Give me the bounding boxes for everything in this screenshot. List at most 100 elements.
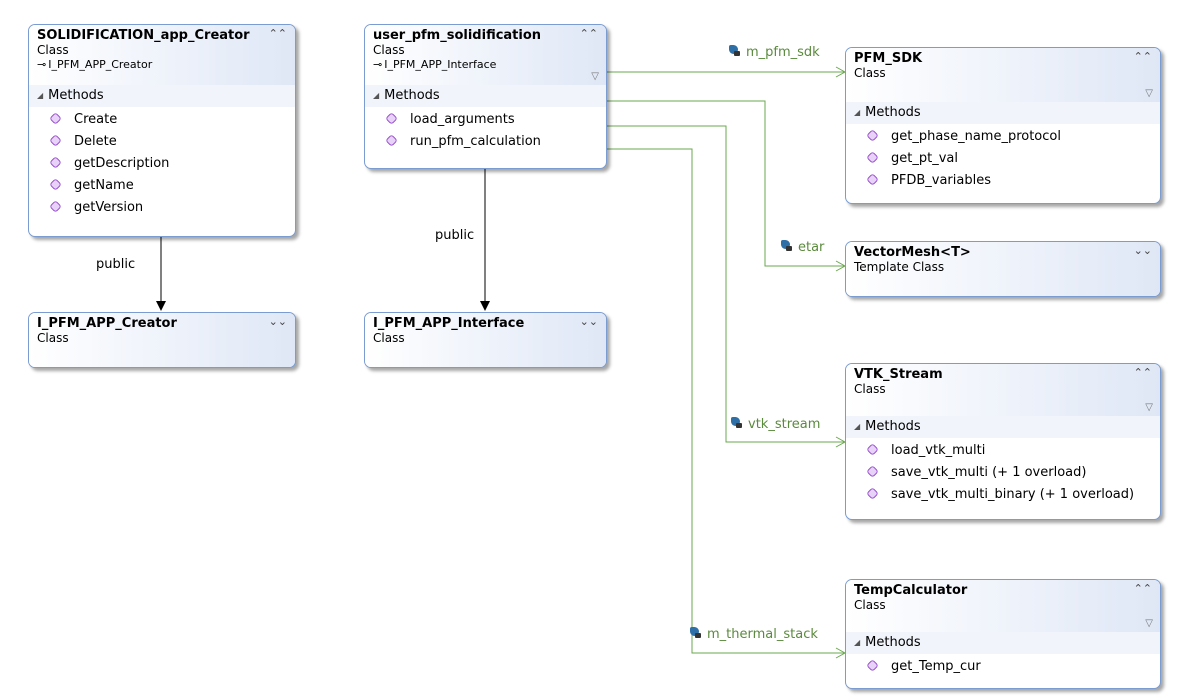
implements-label: ⊸I_PFM_APP_Interface xyxy=(373,58,497,71)
method-item[interactable]: Create xyxy=(29,109,295,131)
filter-icon[interactable]: ▽ xyxy=(1145,88,1153,99)
expand-icon[interactable]: ⌄⌄ xyxy=(1133,244,1152,257)
filter-icon[interactable]: ▽ xyxy=(591,71,599,82)
class-kind: Class xyxy=(37,43,69,57)
assoc-line-vtk xyxy=(606,125,845,443)
class-name: PFM_SDK xyxy=(854,51,923,66)
implements-label: ⊸I_PFM_APP_Creator xyxy=(37,58,153,71)
method-icon xyxy=(49,112,62,125)
method-icon xyxy=(866,487,879,500)
method-icon xyxy=(385,112,398,125)
class-pfm-sdk[interactable]: PFM_SDK Class ⌃⌃ ▽ ◢Methods get_phase_na… xyxy=(845,47,1161,204)
filter-icon[interactable]: ▽ xyxy=(1145,618,1153,629)
collapse-icon[interactable]: ⌃⌃ xyxy=(1133,366,1152,379)
expander-icon: ◢ xyxy=(37,91,44,100)
class-name: I_PFM_APP_Interface xyxy=(373,316,525,331)
expander-icon: ◢ xyxy=(854,638,861,647)
private-field-icon xyxy=(731,417,742,429)
class-kind: Class xyxy=(854,66,886,80)
class-kind: Class xyxy=(373,43,405,57)
method-icon xyxy=(866,465,879,478)
class-name: VectorMesh<T> xyxy=(854,245,971,260)
inheritance-label: public xyxy=(435,228,475,243)
method-item[interactable]: load_vtk_multi xyxy=(846,440,1160,462)
class-kind: Template Class xyxy=(854,260,945,274)
method-item[interactable]: getDescription xyxy=(29,153,295,175)
class-name: user_pfm_solidification xyxy=(373,28,542,43)
method-item[interactable]: save_vtk_multi (+ 1 overload) xyxy=(846,462,1160,484)
expander-icon: ◢ xyxy=(854,108,861,117)
class-vtk-stream[interactable]: VTK_Stream Class ⌃⌃ ▽ ◢Methods load_vtk_… xyxy=(845,363,1161,520)
class-name: VTK_Stream xyxy=(854,367,943,382)
association-label-m-thermal-stack[interactable]: m_thermal_stack xyxy=(690,627,818,642)
association-label-vtk-stream[interactable]: vtk_stream xyxy=(731,417,820,432)
method-icon xyxy=(49,134,62,147)
collapse-icon[interactable]: ⌃⌃ xyxy=(1133,582,1152,595)
class-header: TempCalculator Class ⌃⌃ ▽ xyxy=(846,580,1160,632)
filter-icon[interactable]: ▽ xyxy=(1145,402,1153,413)
class-vector-mesh[interactable]: VectorMesh<T> Template Class ⌄⌄ xyxy=(845,241,1161,297)
private-field-icon xyxy=(781,240,792,252)
methods-section-header[interactable]: ◢Methods xyxy=(365,85,606,107)
method-item[interactable]: get_Temp_cur xyxy=(846,656,1160,678)
method-icon xyxy=(866,129,879,142)
inheritance-label: public xyxy=(96,257,136,272)
class-name: I_PFM_APP_Creator xyxy=(37,316,177,331)
class-i-pfm-app-interface[interactable]: I_PFM_APP_Interface Class ⌄⌄ xyxy=(364,312,607,368)
methods-section-header[interactable]: ◢Methods xyxy=(846,416,1160,438)
method-item[interactable]: load_arguments xyxy=(365,109,606,131)
class-name: TempCalculator xyxy=(854,583,968,598)
class-name: SOLIDIFICATION_app_Creator xyxy=(37,28,250,43)
method-icon xyxy=(866,173,879,186)
expander-icon: ◢ xyxy=(373,91,380,100)
assoc-line-etar xyxy=(606,100,845,267)
method-item[interactable]: PFDB_variables xyxy=(846,170,1160,192)
class-header: I_PFM_APP_Interface Class ⌄⌄ xyxy=(365,313,606,367)
collapse-icon[interactable]: ⌃⌃ xyxy=(1133,50,1152,63)
method-icon xyxy=(866,151,879,164)
expander-icon: ◢ xyxy=(854,422,861,431)
class-header: user_pfm_solidification Class ⊸I_PFM_APP… xyxy=(365,25,606,85)
assoc-line-thermal xyxy=(606,148,845,654)
private-field-icon xyxy=(690,627,701,639)
class-kind: Class xyxy=(37,331,69,345)
method-item[interactable]: run_pfm_calculation xyxy=(365,131,606,153)
method-icon xyxy=(49,200,62,213)
method-icon xyxy=(866,659,879,672)
class-header: SOLIDIFICATION_app_Creator Class ⊸I_PFM_… xyxy=(29,25,295,85)
class-header: VTK_Stream Class ⌃⌃ ▽ xyxy=(846,364,1160,416)
method-item[interactable]: save_vtk_multi_binary (+ 1 overload) xyxy=(846,484,1160,506)
collapse-icon[interactable]: ⌃⌃ xyxy=(579,27,598,40)
method-icon xyxy=(49,156,62,169)
association-label-etar[interactable]: etar xyxy=(781,240,824,255)
method-item[interactable]: get_phase_name_protocol xyxy=(846,126,1160,148)
method-icon xyxy=(385,134,398,147)
class-i-pfm-app-creator[interactable]: I_PFM_APP_Creator Class ⌄⌄ xyxy=(28,312,296,368)
collapse-icon[interactable]: ⌃⌃ xyxy=(268,27,287,40)
method-item[interactable]: getName xyxy=(29,175,295,197)
lollipop-icon: ⊸ xyxy=(37,58,47,71)
methods-section-header[interactable]: ◢Methods xyxy=(846,102,1160,124)
class-header: PFM_SDK Class ⌃⌃ ▽ xyxy=(846,48,1160,102)
class-user-pfm-solidification[interactable]: user_pfm_solidification Class ⊸I_PFM_APP… xyxy=(364,24,607,169)
expand-icon[interactable]: ⌄⌄ xyxy=(268,315,287,328)
method-item[interactable]: getVersion xyxy=(29,197,295,219)
class-temp-calculator[interactable]: TempCalculator Class ⌃⌃ ▽ ◢Methods get_T… xyxy=(845,579,1161,689)
class-solidification-app-creator[interactable]: SOLIDIFICATION_app_Creator Class ⊸I_PFM_… xyxy=(28,24,296,237)
methods-section-header[interactable]: ◢Methods xyxy=(846,632,1160,654)
class-header: I_PFM_APP_Creator Class ⌄⌄ xyxy=(29,313,295,367)
method-item[interactable]: Delete xyxy=(29,131,295,153)
class-header: VectorMesh<T> Template Class ⌄⌄ xyxy=(846,242,1160,296)
method-icon xyxy=(866,443,879,456)
class-kind: Class xyxy=(854,382,886,396)
association-label-m-pfm-sdk[interactable]: m_pfm_sdk xyxy=(729,45,820,60)
lollipop-icon: ⊸ xyxy=(373,58,383,71)
method-icon xyxy=(49,178,62,191)
methods-section-header[interactable]: ◢Methods xyxy=(29,85,295,107)
private-field-icon xyxy=(729,45,740,57)
expand-icon[interactable]: ⌄⌄ xyxy=(579,315,598,328)
method-item[interactable]: get_pt_val xyxy=(846,148,1160,170)
class-kind: Class xyxy=(854,598,886,612)
class-kind: Class xyxy=(373,331,405,345)
